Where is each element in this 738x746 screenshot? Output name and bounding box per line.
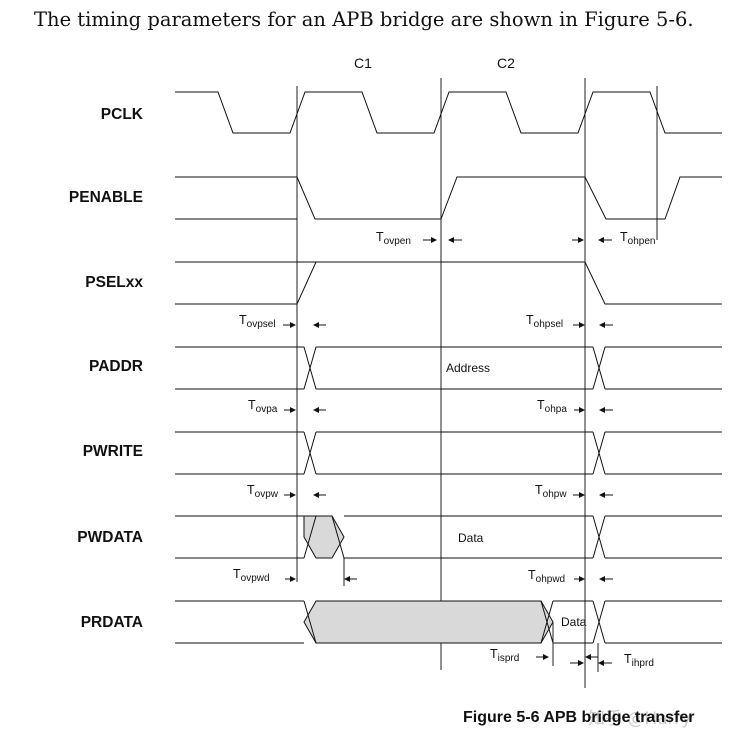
tisprd-label: Tisprd [490, 647, 519, 664]
pclk-waveform [175, 91, 722, 134]
tohpwd-arrows [574, 576, 613, 582]
tovpa-label: Tovpa [248, 398, 278, 415]
prdata-invalid-region [303, 600, 554, 644]
pselxx-waveform [175, 261, 722, 305]
tohpen-arrows [572, 237, 612, 243]
prdata-bus [175, 600, 722, 644]
tovpwd-label: Tovpwd [233, 567, 270, 584]
paddr-bus [175, 346, 722, 390]
intro-text: The timing parameters for an APB bridge … [34, 8, 694, 31]
clock-label-c1: C1 [354, 55, 372, 71]
pwdata-bus [175, 515, 722, 559]
signal-label-pwrite: PWRITE [83, 443, 143, 460]
tohpw-arrows [573, 492, 613, 498]
tovpa-arrows [284, 407, 326, 413]
clock-label-c2: C2 [497, 55, 515, 71]
signal-label-paddr: PADDR [89, 358, 143, 375]
tisprd-arrows [536, 654, 598, 660]
tihprd-arrows [570, 660, 612, 666]
tihprd-label: Tihprd [624, 652, 654, 669]
tovpwd-arrows [285, 576, 357, 582]
tohpw-label: Tohpw [535, 483, 567, 500]
paddr-value: Address [446, 361, 490, 375]
penable-waveform [175, 176, 722, 220]
pwrite-bus [175, 431, 722, 475]
watermark: 知乎 @Harry [588, 709, 692, 729]
tohpsel-arrows [573, 322, 613, 328]
tovpen-label: Tovpen [376, 230, 411, 247]
signal-label-pclk: PCLK [101, 106, 144, 123]
figure-caption: Figure 5-6 APB bridge transfer [463, 709, 695, 726]
signal-label-penable: PENABLE [69, 189, 143, 206]
tovpw-label: Tovpw [247, 483, 279, 500]
signal-label-pselxx: PSELxx [85, 274, 143, 291]
tovpw-arrows [284, 492, 326, 498]
pwdata-value: Data [458, 531, 484, 545]
tohpa-label: Tohpa [537, 398, 567, 415]
tohpa-arrows [574, 407, 613, 413]
signal-label-prdata: PRDATA [81, 614, 143, 631]
tovpsel-arrows [283, 322, 326, 328]
tohpwd-label: Tohpwd [528, 568, 565, 585]
tovpen-arrows [423, 237, 462, 243]
tohpen-label: Tohpen [620, 230, 655, 247]
signal-label-pwdata: PWDATA [77, 529, 143, 546]
tovpsel-label: Tovpsel [239, 313, 276, 330]
tohpsel-label: Tohpsel [526, 313, 563, 330]
prdata-value: Data [561, 615, 587, 629]
